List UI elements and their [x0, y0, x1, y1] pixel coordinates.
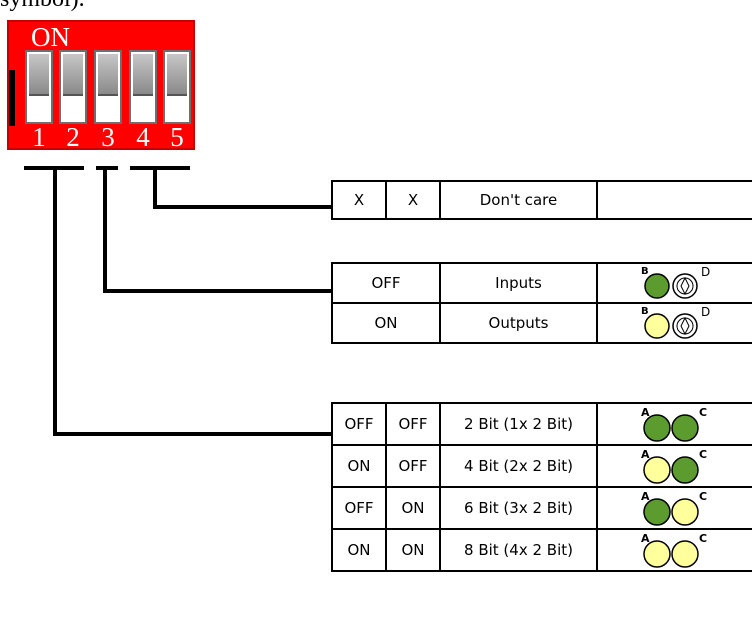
cell-switch-5: X — [385, 180, 441, 220]
dip-on-label: ON — [31, 22, 70, 52]
led-letter-c: C — [699, 532, 707, 545]
cell-description: Inputs — [439, 262, 598, 304]
cell-indicator: A C — [596, 444, 752, 488]
led-a-icon — [642, 414, 671, 442]
led-b-icon — [643, 313, 670, 339]
cell-switch-2: OFF — [385, 444, 441, 488]
dip-switch-3[interactable] — [94, 50, 122, 124]
led-letter-d: D — [701, 305, 710, 319]
table-row: OFF Inputs B D — [331, 262, 752, 304]
dip-number-2: 2 — [66, 122, 80, 152]
led-indicator-bits-1: A C — [641, 448, 707, 484]
led-indicator-io-0: B D — [641, 265, 710, 299]
led-letter-c: C — [699, 406, 707, 419]
dip-switch: ON 1 2 3 4 5 — [7, 20, 195, 152]
cell-switch-1: ON — [331, 528, 387, 572]
dip-switch-2-knob — [63, 54, 83, 96]
led-indicator-bits-2: A C — [641, 490, 707, 526]
dip-side-bar — [9, 70, 15, 126]
dip-switch-2[interactable] — [59, 50, 87, 124]
dip-number-5: 5 — [170, 122, 184, 152]
cell-switch-4: X — [331, 180, 387, 220]
led-c-icon — [670, 456, 699, 484]
top-text: symbol). — [0, 0, 85, 11]
rotary-arrow-icon — [679, 276, 690, 296]
table-row: ON ON 8 Bit (4x 2 Bit) A C — [331, 528, 752, 572]
led-letter-a: A — [641, 532, 650, 545]
led-letter-a: A — [641, 448, 650, 461]
led-a-icon — [642, 540, 671, 568]
led-a-icon — [642, 456, 671, 484]
dip-switch-1[interactable] — [25, 50, 53, 124]
cell-indicator: A C — [596, 528, 752, 572]
cell-switch-1: ON — [331, 444, 387, 488]
led-c-icon — [670, 540, 699, 568]
cell-indicator: A C — [596, 486, 752, 530]
connector-switch-3 — [103, 168, 331, 293]
cell-indicator-empty — [596, 180, 752, 220]
dip-switch-5-knob — [167, 54, 187, 96]
cell-indicator: A C — [596, 402, 752, 446]
led-letter-c: C — [699, 490, 707, 503]
table-bits: OFF OFF 2 Bit (1x 2 Bit) A C ON OFF 4 Bi… — [331, 402, 752, 572]
cell-switch-3: ON — [331, 302, 441, 344]
led-letter-a: A — [641, 490, 650, 503]
led-letter-a: A — [641, 406, 650, 419]
connector-switches-4-5 — [153, 168, 331, 209]
dip-switch-1-knob — [29, 54, 49, 96]
connector-switches-1-2 — [53, 168, 331, 436]
cell-description: 6 Bit (3x 2 Bit) — [439, 486, 598, 530]
cell-switch-2: ON — [385, 486, 441, 530]
table-row: ON OFF 4 Bit (2x 2 Bit) A C — [331, 444, 752, 488]
cell-switch-1: OFF — [331, 486, 387, 530]
led-b-icon — [643, 273, 670, 299]
rotary-arrow-icon — [679, 316, 690, 336]
table-row: X X Don't care — [331, 180, 752, 220]
dip-number-3: 3 — [101, 122, 115, 152]
led-letter-b: B — [641, 306, 649, 317]
dip-number-1: 1 — [32, 122, 46, 152]
table-io: OFF Inputs B D ON Outputs B D — [331, 262, 752, 344]
dip-switch-5[interactable] — [163, 50, 191, 124]
table-row: OFF OFF 2 Bit (1x 2 Bit) A C — [331, 402, 752, 446]
dip-number-4: 4 — [136, 122, 150, 152]
dip-switch-3-knob — [98, 54, 118, 96]
cell-description: Outputs — [439, 302, 598, 344]
led-letter-b: B — [641, 266, 649, 277]
cell-description: 2 Bit (1x 2 Bit) — [439, 402, 598, 446]
dip-switch-4[interactable] — [129, 50, 157, 124]
led-c-icon — [670, 414, 699, 442]
table-row: ON Outputs B D — [331, 302, 752, 344]
cell-indicator: B D — [596, 302, 752, 344]
led-c-icon — [670, 498, 699, 526]
cell-description: Don't care — [439, 180, 598, 220]
led-indicator-bits-3: A C — [641, 532, 707, 568]
cell-switch-2: ON — [385, 528, 441, 572]
led-indicator-io-1: B D — [641, 305, 710, 339]
led-letter-c: C — [699, 448, 707, 461]
cell-indicator: B D — [596, 262, 752, 304]
table-row: OFF ON 6 Bit (3x 2 Bit) A C — [331, 486, 752, 530]
cell-switch-2: OFF — [385, 402, 441, 446]
dip-switch-4-knob — [133, 54, 153, 96]
led-a-icon — [642, 498, 671, 526]
led-letter-d: D — [701, 265, 710, 279]
led-indicator-bits-0: A C — [641, 406, 707, 442]
cell-description: 8 Bit (4x 2 Bit) — [439, 528, 598, 572]
cell-switch-1: OFF — [331, 402, 387, 446]
cell-description: 4 Bit (2x 2 Bit) — [439, 444, 598, 488]
cell-switch-3: OFF — [331, 262, 441, 304]
table-dont-care: X X Don't care — [331, 180, 752, 220]
